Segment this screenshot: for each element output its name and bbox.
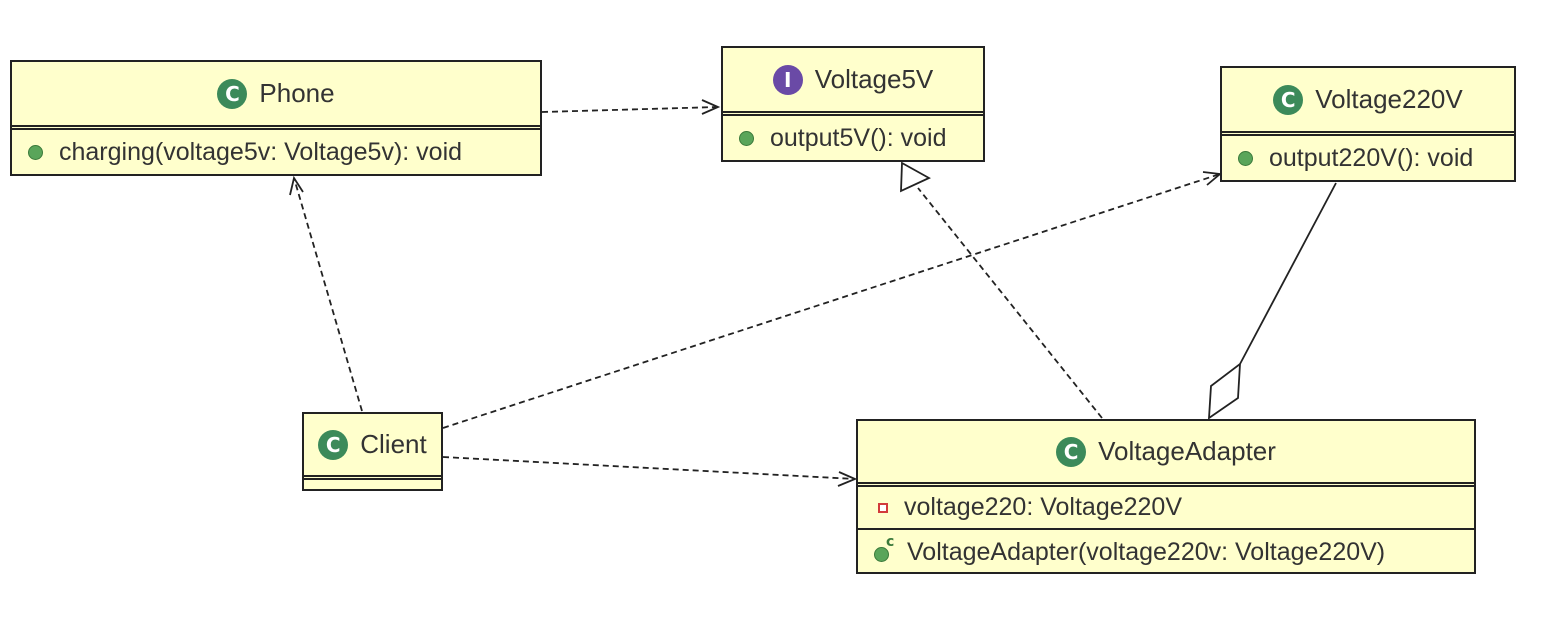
interface-icon: I: [772, 64, 803, 95]
operation: output5V(): void: [723, 116, 983, 160]
operation: charging(voltage5v: Voltage5v): void: [12, 130, 540, 174]
operation-signature: charging(voltage5v: Voltage5v): void: [59, 137, 463, 166]
dependency-arrowhead: [837, 471, 858, 487]
public-method-icon: [874, 546, 889, 562]
constructor-icon: c: [874, 534, 894, 562]
class-header: I Voltage5V: [723, 48, 983, 116]
operations-compartment: charging(voltage5v: Voltage5v): void: [12, 130, 540, 174]
class-name: VoltageAdapter: [1098, 436, 1276, 466]
class-header: C Phone: [12, 62, 540, 130]
dependency-phone-to-voltage5v: [541, 106, 719, 113]
public-method-icon: [1238, 150, 1253, 166]
operation-signature: VoltageAdapter(voltage220v: Voltage220V): [907, 537, 1386, 566]
class-name: Client: [360, 429, 427, 459]
class-phone[interactable]: C Phone charging(voltage5v: Voltage5v): …: [10, 60, 542, 176]
operation: output220V(): void: [1222, 136, 1514, 180]
class-icon: C: [1273, 84, 1304, 115]
realization-voltageadapter-to-voltage5v: [917, 187, 1103, 419]
class-header: C VoltageAdapter: [858, 421, 1474, 487]
aggregation-voltageadapter-to-voltage220v: [1239, 182, 1337, 365]
interface-voltage5v[interactable]: I Voltage5V output5V(): void: [721, 46, 985, 162]
dependency-client-to-voltageadapter: [442, 456, 856, 480]
operations-compartment: c VoltageAdapter(voltage220v: Voltage220…: [858, 530, 1474, 574]
public-method-icon: [739, 130, 754, 146]
public-method-icon: [28, 144, 43, 160]
class-icon: C: [1056, 436, 1087, 467]
class-name: Voltage5V: [814, 64, 934, 94]
dependency-arrowhead: [289, 175, 304, 196]
class-client[interactable]: C Client: [302, 412, 443, 491]
class-voltage220v[interactable]: C Voltage220V output220V(): void: [1220, 66, 1516, 182]
operation-signature: output5V(): void: [770, 123, 947, 152]
operations-compartment: output220V(): void: [1222, 136, 1514, 180]
class-voltageadapter[interactable]: C VoltageAdapter voltage220: Voltage220V…: [856, 419, 1476, 574]
class-header: C Voltage220V: [1222, 68, 1514, 136]
operations-compartment: output5V(): void: [723, 116, 983, 160]
dependency-arrowhead: [701, 99, 721, 115]
aggregation-diamond: [1207, 362, 1242, 420]
dependency-client-to-voltage220v: [442, 173, 1221, 429]
class-name: Voltage220V: [1315, 84, 1463, 114]
dependency-client-to-phone: [293, 177, 363, 412]
class-header: C Client: [304, 414, 441, 480]
realization-triangle: [900, 161, 931, 193]
attribute-signature: voltage220: Voltage220V: [904, 493, 1183, 521]
operation: c VoltageAdapter(voltage220v: Voltage220…: [858, 530, 1474, 574]
constructor-marker: c: [886, 533, 895, 550]
attributes-compartment: voltage220: Voltage220V: [858, 487, 1474, 530]
operation-signature: output220V(): void: [1269, 143, 1474, 172]
attribute: voltage220: Voltage220V: [858, 487, 1474, 528]
class-icon: C: [217, 78, 248, 109]
dependency-arrowhead: [1202, 171, 1223, 186]
private-field-icon: [878, 502, 888, 513]
class-icon: C: [318, 429, 349, 460]
class-name: Phone: [259, 78, 335, 108]
